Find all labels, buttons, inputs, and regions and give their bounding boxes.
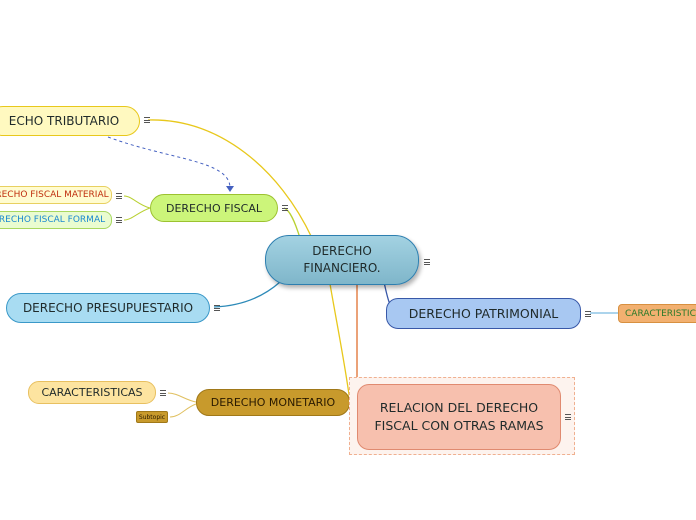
topic-derecho-fiscal-label: DERECHO FISCAL [165, 201, 262, 215]
subtopic-fiscal-formal[interactable]: RECHO FISCAL FORMAL [0, 211, 112, 229]
subtopic-fiscal-material[interactable]: RECHO FISCAL MATERIAL [0, 186, 112, 204]
subtopic-patrimonial-caracteristic-label: CARACTERISTIC [625, 308, 696, 319]
subtopic-monetario-caracteristicas[interactable]: CARACTERISTICAS [28, 381, 156, 404]
topic-relacion-derecho-fiscal[interactable]: RELACION DEL DERECHO FISCAL CON OTRAS RA… [357, 384, 561, 450]
topic-derecho-patrimonial[interactable]: DERECHO PATRIMONIAL [386, 298, 581, 329]
link-central-presupuestario [213, 281, 281, 308]
subtopic-monetario-subtopic[interactable]: Subtopic [136, 411, 168, 423]
link-central-monetario [329, 283, 351, 403]
subtopic-fiscal-formal-label: RECHO FISCAL FORMAL [0, 215, 106, 225]
caracteristicas-menu-icon[interactable] [160, 390, 166, 396]
fiscal-menu-icon[interactable] [282, 205, 288, 211]
dashed-arrow-head [226, 186, 234, 192]
topic-derecho-monetario-label: DERECHO MONETARIO [210, 396, 336, 409]
link-central-tributario [147, 119, 313, 239]
subtopic-patrimonial-caracteristic[interactable]: CARACTERISTIC [618, 304, 696, 323]
fiscal-formal-menu-icon[interactable] [116, 217, 122, 223]
central-topic[interactable]: DERECHO FINANCIERO. [265, 235, 419, 285]
link-fiscal-formal [123, 207, 151, 221]
subtopic-monetario-subtopic-label: Subtopic [138, 413, 166, 421]
subtopic-fiscal-material-label: RECHO FISCAL MATERIAL [0, 190, 109, 200]
central-menu-icon[interactable] [424, 259, 430, 265]
topic-derecho-presupuestario[interactable]: DERECHO PRESUPUESTARIO [6, 293, 210, 323]
link-monetario-subtopic [169, 403, 197, 418]
topic-derecho-fiscal[interactable]: DERECHO FISCAL [150, 194, 278, 222]
link-central-fiscal [283, 207, 301, 239]
tributario-menu-icon[interactable] [144, 117, 150, 123]
link-dashed-relation [107, 136, 231, 189]
topic-derecho-tributario[interactable]: ECHO TRIBUTARIO [0, 106, 140, 136]
fiscal-material-menu-icon[interactable] [116, 193, 122, 199]
topic-derecho-tributario-label: ECHO TRIBUTARIO [8, 114, 120, 128]
link-fiscal-material [123, 195, 151, 209]
topic-derecho-monetario[interactable]: DERECHO MONETARIO [196, 389, 350, 416]
topic-derecho-presupuestario-label: DERECHO PRESUPUESTARIO [22, 301, 194, 315]
topic-relacion-label: RELACION DEL DERECHO FISCAL CON OTRAS RA… [374, 400, 544, 433]
topic-derecho-patrimonial-label: DERECHO PATRIMONIAL [408, 306, 559, 321]
relacion-menu-icon[interactable] [565, 414, 571, 420]
central-topic-label: DERECHO FINANCIERO. [303, 244, 381, 275]
link-monetario-caracteristicas [167, 392, 197, 403]
patrimonial-menu-icon[interactable] [585, 311, 591, 317]
subtopic-monetario-caracteristicas-label: CARACTERISTICAS [41, 386, 143, 399]
presupuestario-menu-icon[interactable] [214, 305, 220, 311]
